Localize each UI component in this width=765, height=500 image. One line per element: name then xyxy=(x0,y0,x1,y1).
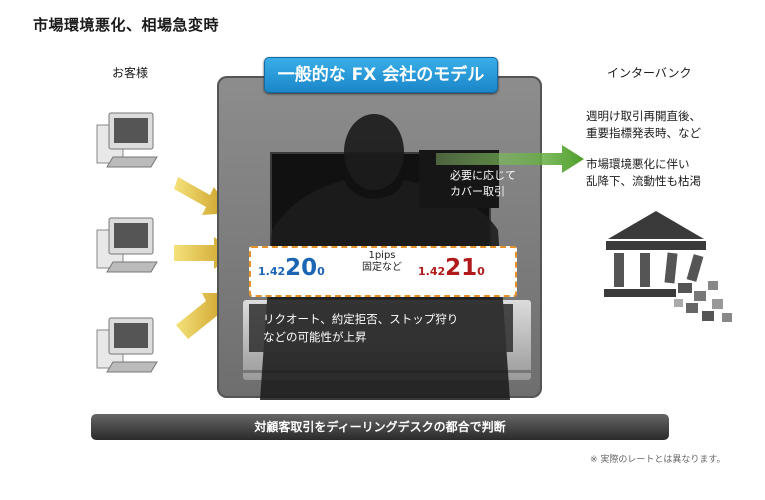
computer-icon xyxy=(96,317,158,373)
requote-line2: などの可能性が上昇 xyxy=(263,330,367,344)
bank-effects-line1: 市場環境悪化に伴い xyxy=(586,157,690,171)
bid-rate: 1.42200 xyxy=(258,255,325,281)
bank-effects: 市場環境悪化に伴い 乱降下、流動性も枯渇 xyxy=(586,156,701,190)
spread-fixed: 固定など xyxy=(362,262,402,273)
bank-conditions-line2: 重要指標発表時、など xyxy=(586,126,701,140)
bid-suffix: 0 xyxy=(317,265,325,278)
bank-conditions: 週明け取引再開直後、 重要指標発表時、など xyxy=(586,108,701,142)
bottom-banner: 対顧客取引をディーリングデスクの都合で判断 xyxy=(91,414,669,440)
cover-note-line1: 必要に応じて xyxy=(450,169,516,182)
requote-note: リクオート、約定拒否、ストップ狩り などの可能性が上昇 xyxy=(249,304,513,352)
collapsing-bank-icon xyxy=(604,211,732,322)
bank-effects-line2: 乱降下、流動性も枯渇 xyxy=(586,174,701,188)
customer-computers xyxy=(96,112,158,373)
bank-conditions-line1: 週明け取引再開直後、 xyxy=(586,109,701,123)
ask-rate: 1.42210 xyxy=(418,255,485,281)
customers-label: お客様 xyxy=(112,66,149,80)
spread-note: 1pips 固定など xyxy=(352,250,412,274)
model-title: 一般的な FX 会社のモデル xyxy=(264,57,498,93)
footnote: ※ 実際のレートとは異なります。 xyxy=(590,455,726,465)
interbank-label: インターバンク xyxy=(607,66,692,80)
ask-suffix: 0 xyxy=(477,265,485,278)
page-title: 市場環境悪化、相場急変時 xyxy=(33,16,220,34)
ask-big: 21 xyxy=(445,255,478,281)
bid-big: 20 xyxy=(285,255,318,281)
cover-arrow-icon xyxy=(436,145,584,173)
computer-icon xyxy=(96,112,158,168)
rate-quote-box xyxy=(249,246,517,297)
bid-prefix: 1.42 xyxy=(258,265,286,278)
spread-pips: 1pips xyxy=(368,250,396,261)
ask-prefix: 1.42 xyxy=(418,265,446,278)
cover-note: 必要に応じて カバー取引 xyxy=(450,168,516,200)
cover-note-line2: カバー取引 xyxy=(450,185,505,198)
requote-line1: リクオート、約定拒否、ストップ狩り xyxy=(263,312,459,326)
computer-icon xyxy=(96,217,158,273)
